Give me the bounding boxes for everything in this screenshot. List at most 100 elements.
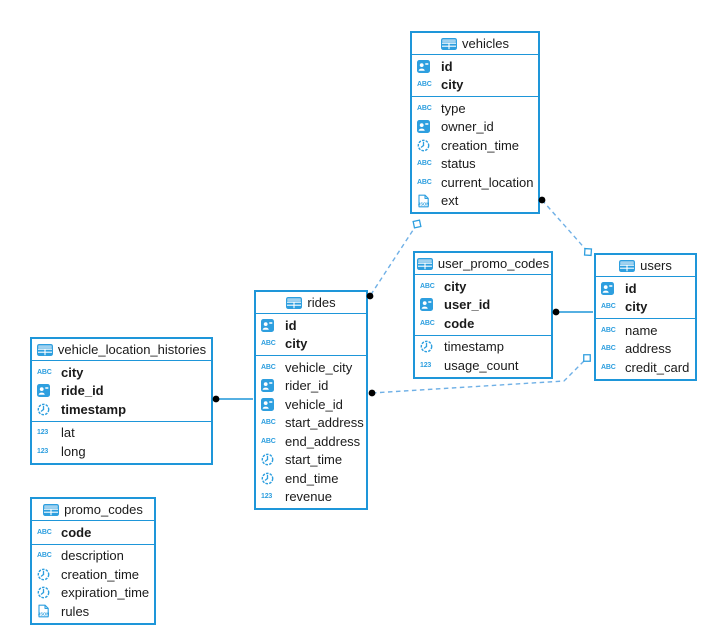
- column-type-cell: ABC: [261, 419, 282, 426]
- table-header[interactable]: vehicle_location_histories: [32, 339, 211, 361]
- table-icon: [619, 259, 636, 272]
- column-id[interactable]: id: [596, 279, 695, 298]
- column-start_time[interactable]: start_time: [256, 451, 366, 470]
- column-user_id[interactable]: user_id: [415, 296, 551, 315]
- column-name-label: city: [625, 299, 648, 315]
- column-type-cell: JSON: [417, 194, 438, 208]
- table-title: vehicles: [462, 36, 509, 51]
- column-type-cell: [261, 397, 282, 411]
- column-name-label: timestamp: [444, 339, 504, 355]
- column-timestamp[interactable]: timestamp: [415, 338, 551, 357]
- table-header[interactable]: user_promo_codes: [415, 253, 551, 275]
- column-type-cell: ABC: [37, 552, 58, 559]
- diamond-marker: [583, 354, 591, 362]
- column-end_time[interactable]: end_time: [256, 469, 366, 488]
- column-timestamp[interactable]: timestamp: [32, 400, 211, 419]
- column-creation_time[interactable]: creation_time: [412, 136, 538, 155]
- column-name-label: status: [441, 156, 476, 172]
- table-icon: [286, 296, 303, 309]
- relationship-vehicles-users[interactable]: [538, 196, 595, 259]
- relationship-line: [541, 199, 589, 253]
- column-name-label: name: [625, 322, 658, 338]
- abc-icon: ABC: [417, 178, 432, 186]
- table-header[interactable]: vehicles: [412, 33, 538, 55]
- column-type-cell: 123: [420, 362, 441, 369]
- column-name-label: ext: [441, 193, 459, 209]
- table-icon: [441, 37, 458, 50]
- clock-icon: [37, 403, 50, 416]
- table-header[interactable]: rides: [256, 292, 366, 314]
- column-ext[interactable]: JSON ext: [412, 192, 538, 211]
- column-type-cell: 123: [261, 493, 282, 500]
- id-icon: [261, 318, 274, 332]
- relationship-vehicle_location_histories-rides[interactable]: [212, 395, 253, 403]
- column-id[interactable]: id: [256, 316, 366, 335]
- table-header[interactable]: promo_codes: [32, 499, 154, 521]
- column-name-label: timestamp: [61, 401, 127, 417]
- column-owner_id[interactable]: owner_id: [412, 118, 538, 137]
- json-icon: JSON: [38, 604, 49, 618]
- abc-icon: ABC: [37, 368, 52, 376]
- column-city[interactable]: ABC city: [596, 298, 695, 317]
- diamond-marker: [412, 219, 422, 229]
- table-icon: [36, 343, 53, 356]
- column-rules[interactable]: JSON rules: [32, 602, 154, 621]
- table-title: user_promo_codes: [437, 256, 550, 271]
- column-name-label: start_time: [285, 452, 343, 468]
- svg-text:JSON: JSON: [418, 201, 429, 206]
- column-name-label: revenue: [285, 489, 332, 505]
- column-id[interactable]: id: [412, 57, 538, 76]
- column-name-label: owner_id: [441, 119, 494, 135]
- column-type-cell: ABC: [261, 340, 282, 347]
- 123-icon: 123: [37, 447, 49, 455]
- dot-marker: [552, 308, 560, 316]
- relationship-user_promo_codes-users[interactable]: [552, 308, 593, 316]
- column-name-label: id: [441, 58, 453, 74]
- column-name-label: creation_time: [441, 137, 520, 153]
- column-creation_time[interactable]: creation_time: [32, 565, 154, 584]
- column-type-cell: [37, 568, 58, 581]
- id-icon: [417, 120, 430, 134]
- column-type-cell: [261, 379, 282, 393]
- column-name-label: vehicle_city: [285, 359, 353, 375]
- column-name-label: rules: [61, 603, 90, 619]
- column-type-cell: [417, 139, 438, 152]
- column-name-label: lat: [61, 425, 75, 441]
- column-rider_id[interactable]: rider_id: [256, 377, 366, 396]
- column-ride_id[interactable]: ride_id: [32, 382, 211, 401]
- column-type-cell: [261, 318, 282, 332]
- column-vehicle_id[interactable]: vehicle_id: [256, 395, 366, 414]
- table-header[interactable]: users: [596, 255, 695, 277]
- abc-icon: ABC: [601, 303, 616, 311]
- column-expiration_time[interactable]: expiration_time: [32, 584, 154, 603]
